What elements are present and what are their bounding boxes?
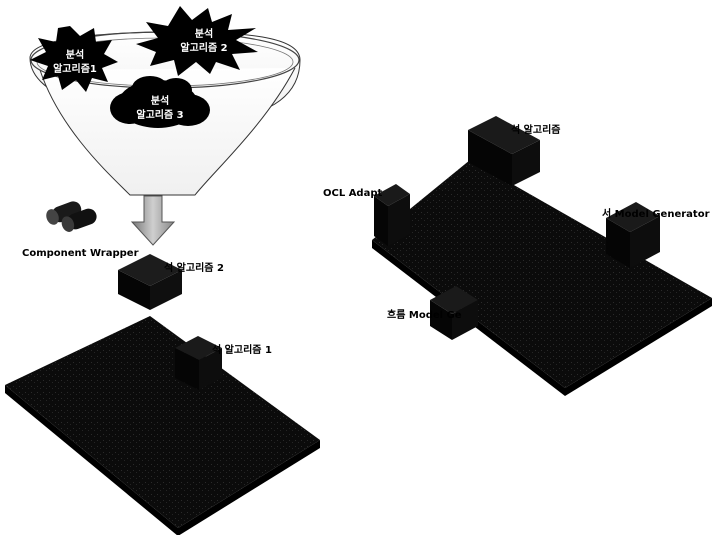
platform-label: 석 알고리즘 1 xyxy=(212,343,272,356)
algorithm-3-line1: 분석 xyxy=(151,94,169,107)
model-generator-right-label: 서 Model Generator xyxy=(602,207,710,220)
algorithm-3-cloud: 분석 알고리즘 3 xyxy=(110,76,210,128)
algorithm-2-line1: 분석 xyxy=(195,27,213,40)
cube-label: 석 알고리즘 2 xyxy=(164,261,224,274)
algorithm-1-line1: 분석 xyxy=(66,48,84,61)
left-platform xyxy=(5,316,320,535)
down-arrow-icon xyxy=(130,195,176,246)
model-generator-left-label: 흐름 Model Ge xyxy=(387,308,462,321)
component-wrapper-icon xyxy=(46,201,97,232)
algorithm-3-line2: 알고리즘 3 xyxy=(136,108,183,121)
component-wrapper-label: Component Wrapper xyxy=(22,248,139,259)
algorithm-1-line2: 알고리즘1 xyxy=(53,62,97,75)
algorithm-2-line2: 알고리즘 2 xyxy=(180,41,227,54)
right-platform xyxy=(372,116,712,396)
right-top-label: 석 알고리즘 xyxy=(511,123,560,136)
ocl-adapter-label: OCL Adapt xyxy=(323,188,382,199)
algorithm-2-cube xyxy=(118,254,182,310)
algorithm-2-burst: 분석 알고리즘 2 xyxy=(136,6,258,76)
algorithm-1-burst: 분석 알고리즘1 xyxy=(30,26,118,92)
